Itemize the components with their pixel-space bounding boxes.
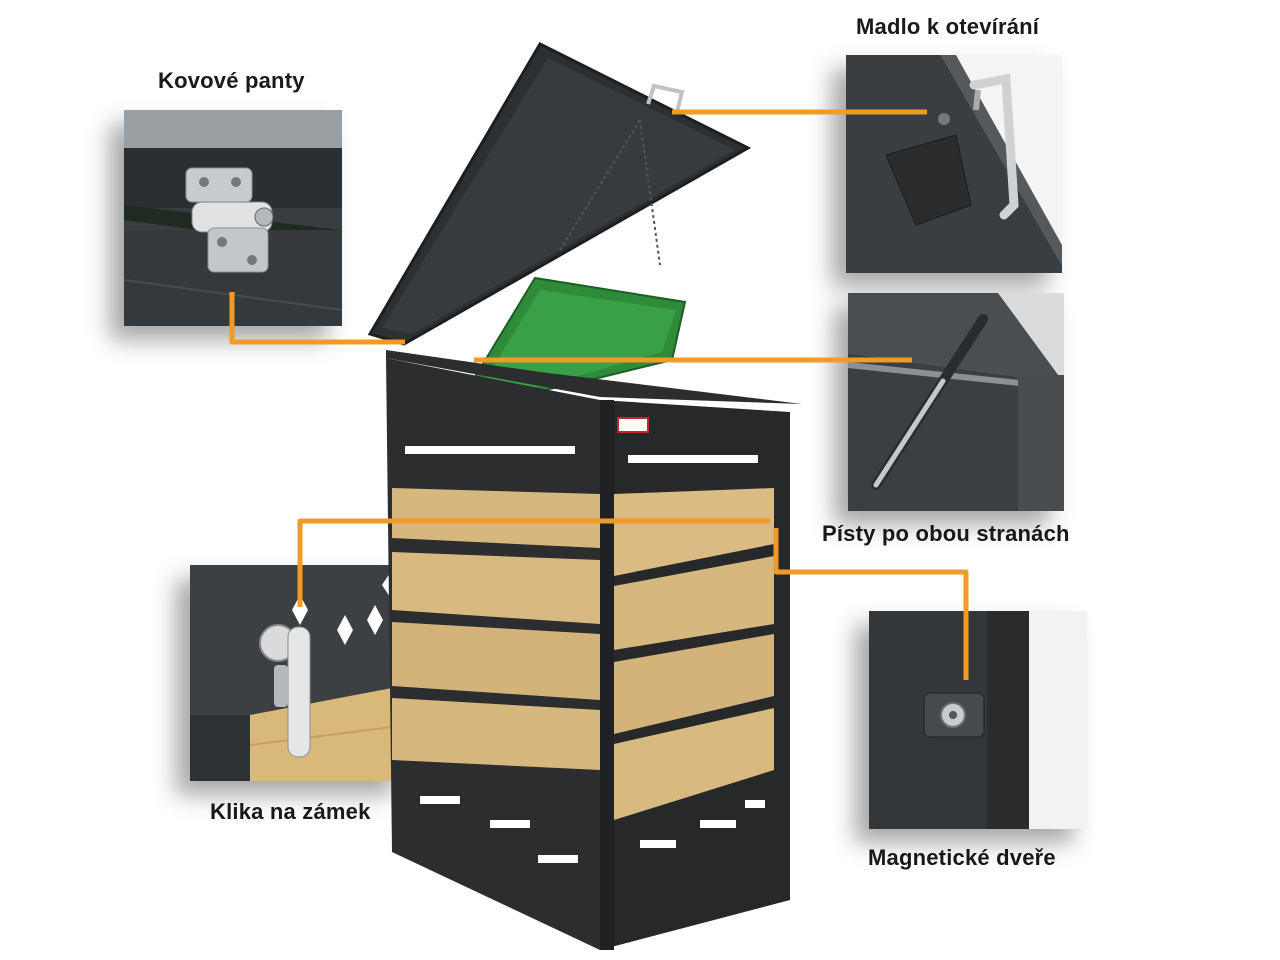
hinge-photo (124, 110, 342, 326)
inset-lock (190, 565, 408, 781)
inset-hinges (124, 110, 342, 326)
inset-magnetic (869, 611, 1087, 829)
wood-panels-left (392, 488, 600, 770)
label-pistons: Písty po obou stranách (822, 521, 1070, 546)
label-hinges: Kovové panty (158, 68, 305, 93)
handle-photo (846, 55, 1062, 273)
green-bin-lid (452, 276, 687, 412)
label-magnetic: Magnetické dveře (868, 845, 1056, 870)
pistons-photo (848, 293, 1064, 511)
lock-photo (190, 565, 408, 781)
wood-panels-right (614, 488, 774, 820)
inset-handle (846, 55, 1062, 273)
lid (367, 42, 752, 346)
label-handle: Madlo k otevírání (856, 14, 1040, 39)
label-lock: Klika na zámek (210, 799, 371, 824)
magnetic-photo (869, 611, 1087, 829)
inset-pistons (848, 293, 1064, 511)
